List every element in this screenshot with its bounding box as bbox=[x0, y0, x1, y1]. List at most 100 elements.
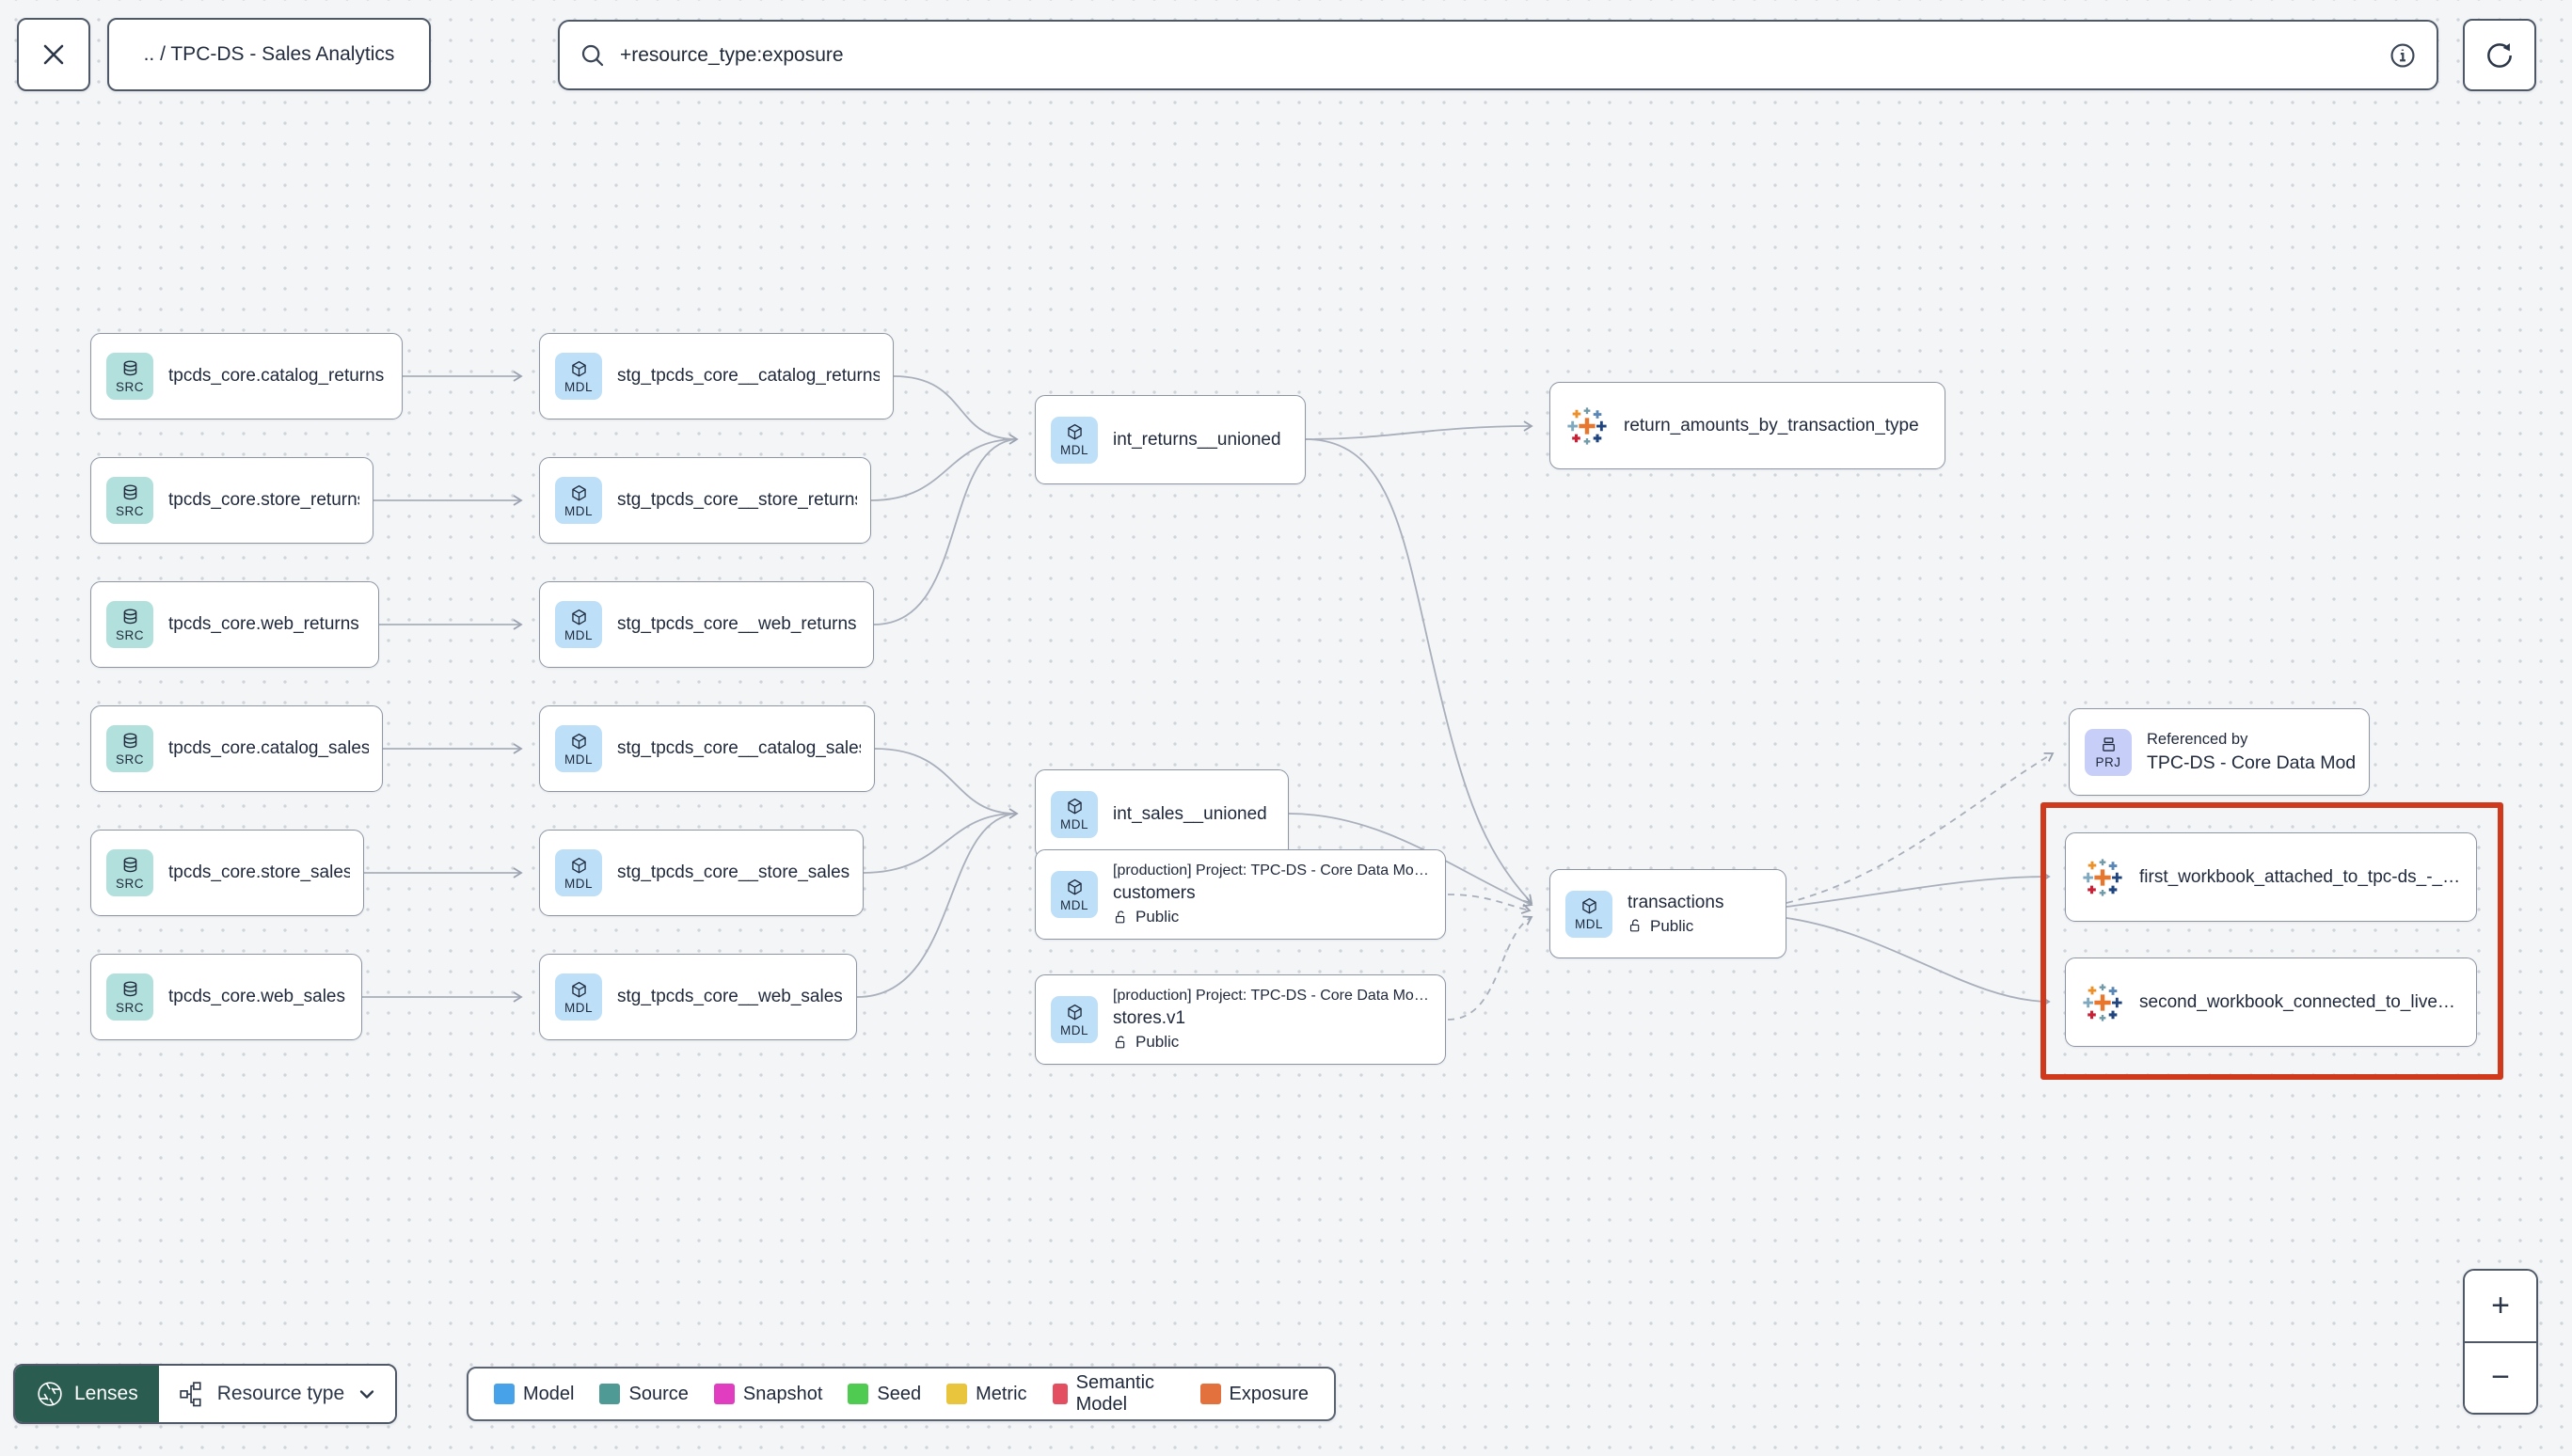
node-label: int_returns__unioned bbox=[1113, 429, 1281, 450]
badge-label: MDL bbox=[1059, 897, 1088, 912]
model-badge: MDL bbox=[555, 849, 602, 896]
database-icon bbox=[123, 732, 136, 748]
cube-icon bbox=[1067, 798, 1082, 815]
cube-icon bbox=[1067, 878, 1082, 895]
unlock-icon bbox=[1115, 1036, 1125, 1048]
node-exposure-first-workbook[interactable]: first_workbook_attached_to_tpc-ds_-_… bbox=[2065, 832, 2477, 922]
node-label: tpcds_core.catalog_returns bbox=[168, 366, 385, 386]
node-project-meta: [production] Project: TPC-DS - Core Data… bbox=[1113, 988, 1429, 1004]
badge-label: MDL bbox=[1059, 817, 1088, 831]
database-icon bbox=[123, 359, 136, 375]
zoom-in-button[interactable]: + bbox=[2465, 1271, 2536, 1341]
model-badge: MDL bbox=[555, 353, 602, 400]
badge-label: SRC bbox=[115, 503, 144, 518]
source-badge: SRC bbox=[106, 477, 153, 524]
badge-label: SRC bbox=[115, 627, 144, 642]
cube-icon bbox=[571, 733, 586, 750]
node-model-stg-web-returns[interactable]: MDL stg_tpcds_core__web_returns bbox=[539, 581, 874, 668]
node-exposure-return-amounts[interactable]: return_amounts_by_transaction_type bbox=[1549, 382, 1945, 469]
seed-swatch bbox=[848, 1384, 869, 1404]
model-badge: MDL bbox=[1051, 996, 1098, 1043]
node-label: tpcds_core.web_returns bbox=[168, 614, 359, 634]
node-model-stg-store-sales[interactable]: MDL stg_tpcds_core__store_sales bbox=[539, 830, 864, 916]
node-label: tpcds_core.store_sales bbox=[168, 863, 350, 882]
aperture-icon bbox=[38, 1382, 62, 1406]
cube-icon bbox=[571, 609, 586, 625]
node-access: Public bbox=[1113, 1033, 1429, 1052]
node-source-catalog-sales[interactable]: SRC tpcds_core.catalog_sales bbox=[90, 705, 383, 792]
badge-label: MDL bbox=[564, 627, 593, 642]
referenced-by-title: Referenced by bbox=[2147, 730, 2248, 748]
node-model-transactions[interactable]: MDL transactions Public bbox=[1549, 869, 1786, 958]
database-icon bbox=[123, 856, 136, 872]
badge-label: MDL bbox=[564, 752, 593, 767]
access-label: Public bbox=[1135, 1033, 1180, 1051]
resource-type-dropdown[interactable]: Resource type bbox=[158, 1366, 396, 1422]
node-source-web-sales[interactable]: SRC tpcds_core.web_sales bbox=[90, 954, 362, 1040]
database-icon bbox=[123, 483, 136, 499]
badge-label: SRC bbox=[115, 379, 144, 394]
legend-item-model: Model bbox=[494, 1384, 574, 1405]
node-label: stores.v1 bbox=[1113, 1008, 1186, 1028]
resource-type-icon bbox=[180, 1382, 201, 1407]
info-icon[interactable] bbox=[2388, 40, 2418, 71]
node-label: stg_tpcds_core__store_sales bbox=[617, 863, 849, 882]
node-label: tpcds_core.catalog_sales bbox=[168, 738, 369, 758]
cube-icon bbox=[571, 981, 586, 998]
node-label: stg_tpcds_core__web_returns bbox=[617, 614, 857, 634]
breadcrumb-label: .. / TPC-DS - Sales Analytics bbox=[143, 43, 395, 65]
node-label: stg_tpcds_core__store_returns bbox=[617, 490, 857, 510]
model-badge: MDL bbox=[555, 973, 602, 1021]
node-label: return_amounts_by_transaction_type bbox=[1624, 415, 1919, 435]
refresh-icon bbox=[2487, 42, 2512, 68]
node-model-int-returns-unioned[interactable]: MDL int_returns__unioned bbox=[1035, 395, 1306, 484]
cube-icon bbox=[571, 360, 586, 377]
breadcrumb[interactable]: .. / TPC-DS - Sales Analytics bbox=[107, 18, 431, 91]
resource-type-label: Resource type bbox=[216, 1383, 345, 1404]
node-model-stg-catalog-returns[interactable]: MDL stg_tpcds_core__catalog_returns bbox=[539, 333, 894, 419]
search-input[interactable] bbox=[620, 43, 2388, 67]
zoom-out-button[interactable]: − bbox=[2465, 1340, 2536, 1413]
source-badge: SRC bbox=[106, 849, 153, 896]
badge-label: MDL bbox=[1574, 917, 1603, 931]
node-label: second_workbook_connected_to_live… bbox=[2139, 991, 2455, 1012]
badge-label: MDL bbox=[564, 1000, 593, 1015]
badge-label: MDL bbox=[564, 876, 593, 891]
model-badge: MDL bbox=[1051, 790, 1098, 838]
node-model-stg-store-returns[interactable]: MDL stg_tpcds_core__store_returns bbox=[539, 457, 871, 544]
node-source-catalog-returns[interactable]: SRC tpcds_core.catalog_returns bbox=[90, 333, 403, 419]
source-badge: SRC bbox=[106, 973, 153, 1021]
source-swatch bbox=[599, 1384, 621, 1404]
node-model-stg-web-sales[interactable]: MDL stg_tpcds_core__web_sales bbox=[539, 954, 857, 1040]
node-source-web-returns[interactable]: SRC tpcds_core.web_returns bbox=[90, 581, 379, 668]
node-source-store-sales[interactable]: SRC tpcds_core.store_sales bbox=[90, 830, 364, 916]
badge-label: MDL bbox=[1059, 443, 1088, 457]
node-model-customers[interactable]: MDL [production] Project: TPC-DS - Core … bbox=[1035, 849, 1446, 940]
lenses-button[interactable]: Lenses bbox=[15, 1366, 159, 1422]
node-project-referenced-by[interactable]: PRJ Referenced by TPC-DS - Core Data Mod… bbox=[2069, 708, 2370, 796]
node-label: transactions bbox=[1627, 892, 1724, 912]
tableau-icon bbox=[2083, 983, 2122, 1021]
node-model-stores-v1[interactable]: MDL [production] Project: TPC-DS - Core … bbox=[1035, 974, 1446, 1065]
node-source-store-returns[interactable]: SRC tpcds_core.store_returns bbox=[90, 457, 373, 544]
refresh-button[interactable] bbox=[2463, 19, 2536, 91]
search-bar[interactable] bbox=[558, 20, 2438, 90]
source-badge: SRC bbox=[106, 353, 153, 400]
node-model-stg-catalog-sales[interactable]: MDL stg_tpcds_core__catalog_sales bbox=[539, 705, 875, 792]
model-badge: MDL bbox=[555, 725, 602, 772]
zoom-controls: + − bbox=[2463, 1269, 2538, 1415]
badge-label: SRC bbox=[115, 876, 144, 891]
close-button[interactable] bbox=[17, 18, 90, 91]
node-exposure-second-workbook[interactable]: second_workbook_connected_to_live… bbox=[2065, 957, 2477, 1047]
node-model-int-sales-unioned[interactable]: MDL int_sales__unioned bbox=[1035, 769, 1289, 859]
badge-label: MDL bbox=[564, 379, 593, 394]
node-access: Public bbox=[1627, 917, 1723, 936]
snapshot-swatch bbox=[713, 1384, 735, 1404]
chevron-down-icon bbox=[359, 1390, 374, 1399]
lenses-control-group: Lenses Resource type bbox=[13, 1364, 398, 1424]
model-swatch bbox=[494, 1384, 515, 1404]
cube-icon bbox=[571, 857, 586, 874]
legend-label: Snapshot bbox=[742, 1383, 823, 1404]
node-label: stg_tpcds_core__catalog_returns bbox=[617, 366, 880, 386]
